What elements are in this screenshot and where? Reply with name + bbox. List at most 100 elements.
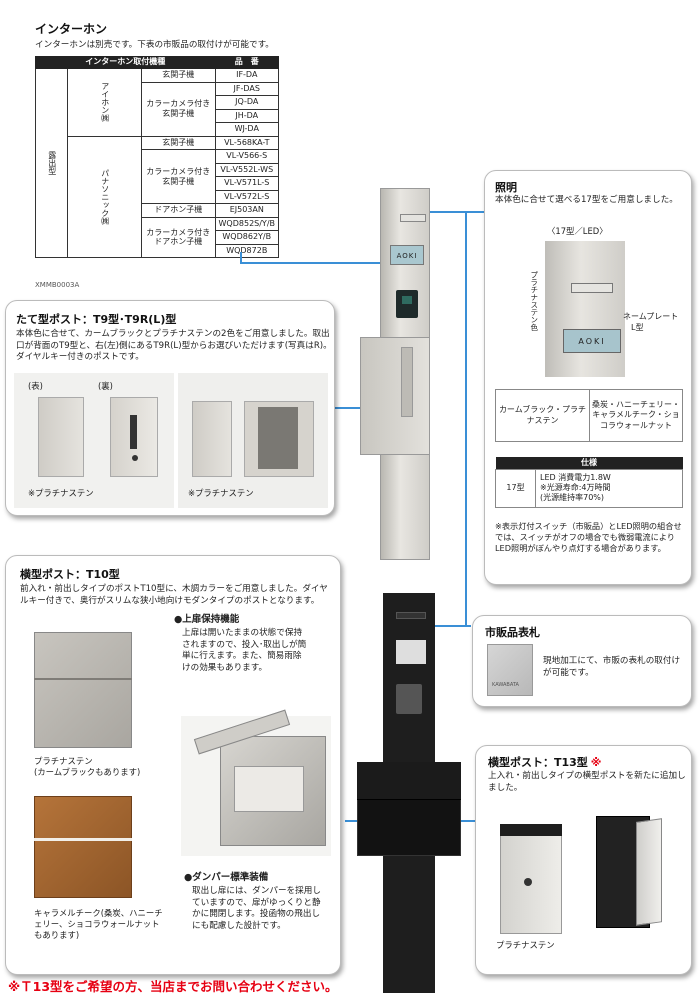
t13-caption: プラチナステン <box>496 940 555 950</box>
nameplate-sample-image <box>487 644 533 696</box>
intercom-type: 玄関子機 <box>140 68 216 83</box>
feature2-text: 取出し扉には、ダンパーを採用していますので、扉がゆっくりと静かに開閉します。投函… <box>192 886 321 931</box>
nameplate-title: 市販品表札 <box>485 626 540 639</box>
tate-photo-2: ※プラチナステン <box>178 373 328 508</box>
connector-line <box>411 625 471 627</box>
intercom-part: WQD852S/Y/B <box>214 216 280 231</box>
spec-line: ※光源寿命:4万時間 <box>540 482 611 492</box>
nameplate-sample-text: KAWABATA <box>492 682 519 688</box>
intercom-part: WJ-DA <box>214 122 280 137</box>
nameplate-size: L型 <box>631 323 644 332</box>
color-option-1: カームブラック・プラチナステン <box>495 389 590 442</box>
tate-post-desc: 本体色に合せて、カームブラックとプラチナステンの2色をご用意しました。取出口が背… <box>16 329 332 363</box>
spec-line: (光源維持率70%) <box>540 493 605 503</box>
intercom-table-header-type: インターホン取付機種 <box>35 56 216 69</box>
yoko-t10-title: 横型ポスト：T10型 <box>20 568 120 581</box>
t10-silver-image <box>34 632 132 748</box>
t10-newspaper <box>234 766 304 812</box>
intercom-group-label: 露出型 <box>34 68 69 258</box>
feature1-title: ●上扉保持機能 <box>174 614 240 625</box>
t10-wood-image <box>34 796 132 898</box>
connector-line <box>465 212 467 626</box>
lighting-photo <box>545 241 625 377</box>
lighting-card: 照明 本体色に合せて選べる17型をご用意しました。 〈17型／LED〉 AOKI… <box>484 170 692 585</box>
intercom-type: カラーカメラ付き玄関子機 <box>140 149 216 204</box>
tate-post-side-image <box>192 401 232 477</box>
lighting-caption: 〈17型／LED〉 <box>547 226 608 236</box>
t13-open-door <box>636 818 662 926</box>
tate-post-front-image <box>38 397 84 477</box>
lighting-spec-table: 仕様 17型 LED 消費電力1.8W ※光源寿命:4万時間 (光源維持率70%… <box>495 457 683 508</box>
pole-mailbox-slot <box>401 347 413 417</box>
feature2-title: ●ダンパー標準装備 <box>184 872 269 883</box>
yoko-t13-card: 横型ポスト：T13型 ※ 上入れ・前出しタイプの横型ポストを新たに追加しました。… <box>475 745 692 975</box>
pole-intercom-lens <box>402 296 412 304</box>
lighting-side-label: プラチナステン色 <box>529 271 539 331</box>
intercom-part: JH-DA <box>214 108 280 123</box>
lighting-title: 照明 <box>495 181 517 194</box>
dark-pole-mailbox-lid <box>357 762 461 800</box>
label-front: (表) <box>28 381 43 391</box>
tate-caption-1: ※プラチナステン <box>28 488 94 498</box>
t10-silver-lid-line <box>34 678 132 680</box>
intercom-type: ドアホン子機 <box>140 203 216 218</box>
nameplate-text: 現地加工にて、市販の表札の取付けが可能です。 <box>543 656 681 678</box>
lighting-color-table: カームブラック・プラチナステン 桑炭・ハニーチェリー・キャラメルチーク・ショコラ… <box>495 389 683 442</box>
bottom-notice: ※Ｔ13型をご希望の方、当店までお問い合わせください。 <box>8 979 338 994</box>
nameplate-card: 市販品表札 KAWABATA 現地加工にて、市販の表札の取付けが可能です。 <box>472 615 692 707</box>
yoko-t13-mark: ※ <box>590 756 602 769</box>
intercom-part: VL-V552L-WS <box>214 162 280 177</box>
brand-aiphone: アイホン㈱ <box>67 68 142 137</box>
tate-photo-1: (表) (裏) ※プラチナステン <box>14 373 174 508</box>
t13-dial-icon <box>524 878 532 886</box>
intercom-part: EJ503AN <box>214 203 280 218</box>
color-option-2: 桑炭・ハニーチェリー・キャラメルチーク・ショコラウォールナット <box>589 389 683 442</box>
intercom-part: VL-V572L-S <box>214 189 280 204</box>
dark-pole-intercom <box>396 684 422 714</box>
intercom-type: カラーカメラ付きドアホン子機 <box>140 216 216 258</box>
connector-line <box>420 211 490 213</box>
intercom-part: WQD862Y/B <box>214 230 280 245</box>
t10-silver-caption: プラチナステン (カームブラックもあります) <box>34 756 141 777</box>
pole-nameplate: AOKI <box>390 245 424 265</box>
connector-line <box>240 252 242 263</box>
lighting-desc: 本体色に合せて選べる17型をご用意しました。 <box>495 195 678 205</box>
spec-detail: LED 消費電力1.8W ※光源寿命:4万時間 (光源維持率70%) <box>535 468 683 508</box>
intercom-table-code: XMMB0003A <box>35 281 80 289</box>
tate-post-slot <box>130 415 137 449</box>
lighting-nameplate: AOKI <box>563 329 621 353</box>
label-back: (裏) <box>98 381 113 391</box>
dark-pole-nameplate <box>396 640 426 664</box>
intercom-type: 玄関子機 <box>140 135 216 150</box>
lighting-footnote: ※表示灯付スイッチ（市販品）とLED照明の組合せでは、スイッチがオフの場合でも微… <box>495 521 682 554</box>
yoko-t10-desc: 前入れ・前出しタイプのポストT10型に、木調カラーをご用意しました。ダイヤルキー… <box>20 584 328 606</box>
spec-line: LED 消費電力1.8W <box>540 472 611 482</box>
nameplate-label: ネームプレート <box>623 312 679 321</box>
intercom-part: VL-V566-S <box>214 149 280 164</box>
feature1-text: 上扉は開いたままの状態で保持されますので、投入･取出しが簡単に行えます。また、簡… <box>182 628 307 673</box>
intercom-table-header-part: 品 番 <box>214 56 280 69</box>
intercom-part: IF-DA <box>214 68 280 83</box>
intercom-title: インターホン <box>35 22 108 36</box>
intercom-part: JF-DAS <box>214 81 280 96</box>
t10-wood-caption: キャラメルチーク(桑炭、ハニーチェリー、ショコラウォールナットもあります) <box>34 908 163 940</box>
intercom-part: WQD872B <box>214 243 280 258</box>
yoko-t10-card: 横型ポスト：T10型 前入れ・前出しタイプのポストT10型に、木調カラーをご用意… <box>5 555 341 975</box>
connector-line <box>240 262 410 264</box>
tate-post-title: たて型ポスト：T9型･T9R(L)型 <box>16 313 177 326</box>
pole-light <box>400 214 426 222</box>
intercom-part: VL-568KA-T <box>214 135 280 150</box>
yoko-t13-title: 横型ポスト：T13型 <box>488 756 588 769</box>
tate-post-card: たて型ポスト：T9型･T9R(L)型 本体色に合せて、カームブラックとプラチナス… <box>5 300 335 516</box>
brand-panasonic: パナソニック㈱ <box>67 135 142 258</box>
yoko-t13-heading: 横型ポスト：T13型 ※ <box>488 756 601 771</box>
intercom-section: インターホン インターホンは別売です。下表の市販品の取付けが可能です。 <box>35 22 285 51</box>
dial-key-icon <box>132 455 138 461</box>
intercom-table: インターホン取付機種 品 番 露出型 アイホン㈱ 玄関子機 IF-DA カラーカ… <box>34 56 280 258</box>
t13-closed-top <box>500 824 562 836</box>
spec-header: 仕様 <box>495 457 683 469</box>
pole-mailbox <box>360 337 430 455</box>
lighting-fixture <box>571 283 613 293</box>
tate-post-open-inner <box>258 407 298 469</box>
yoko-t13-desc: 上入れ・前出しタイプの横型ポストを新たに追加しました。 <box>488 771 686 793</box>
